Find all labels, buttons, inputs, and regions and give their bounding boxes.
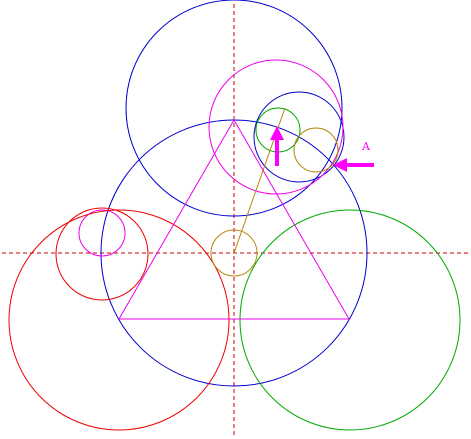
- label-a: A: [361, 140, 371, 153]
- left-arrow: [333, 158, 374, 172]
- top-blue-circle: [125, 0, 343, 217]
- small-blue-circle: [253, 91, 345, 183]
- olive-small-circle: [293, 127, 339, 173]
- small-red-circle: [55, 207, 149, 301]
- small-magenta-circle: [78, 209, 126, 257]
- large-green-circle: [239, 209, 461, 431]
- olive-center-circle: [210, 229, 258, 277]
- up-arrow: [270, 126, 284, 166]
- magenta-circle: [208, 59, 344, 195]
- magenta-triangle: [118, 119, 350, 320]
- large-red-circle: [8, 209, 230, 431]
